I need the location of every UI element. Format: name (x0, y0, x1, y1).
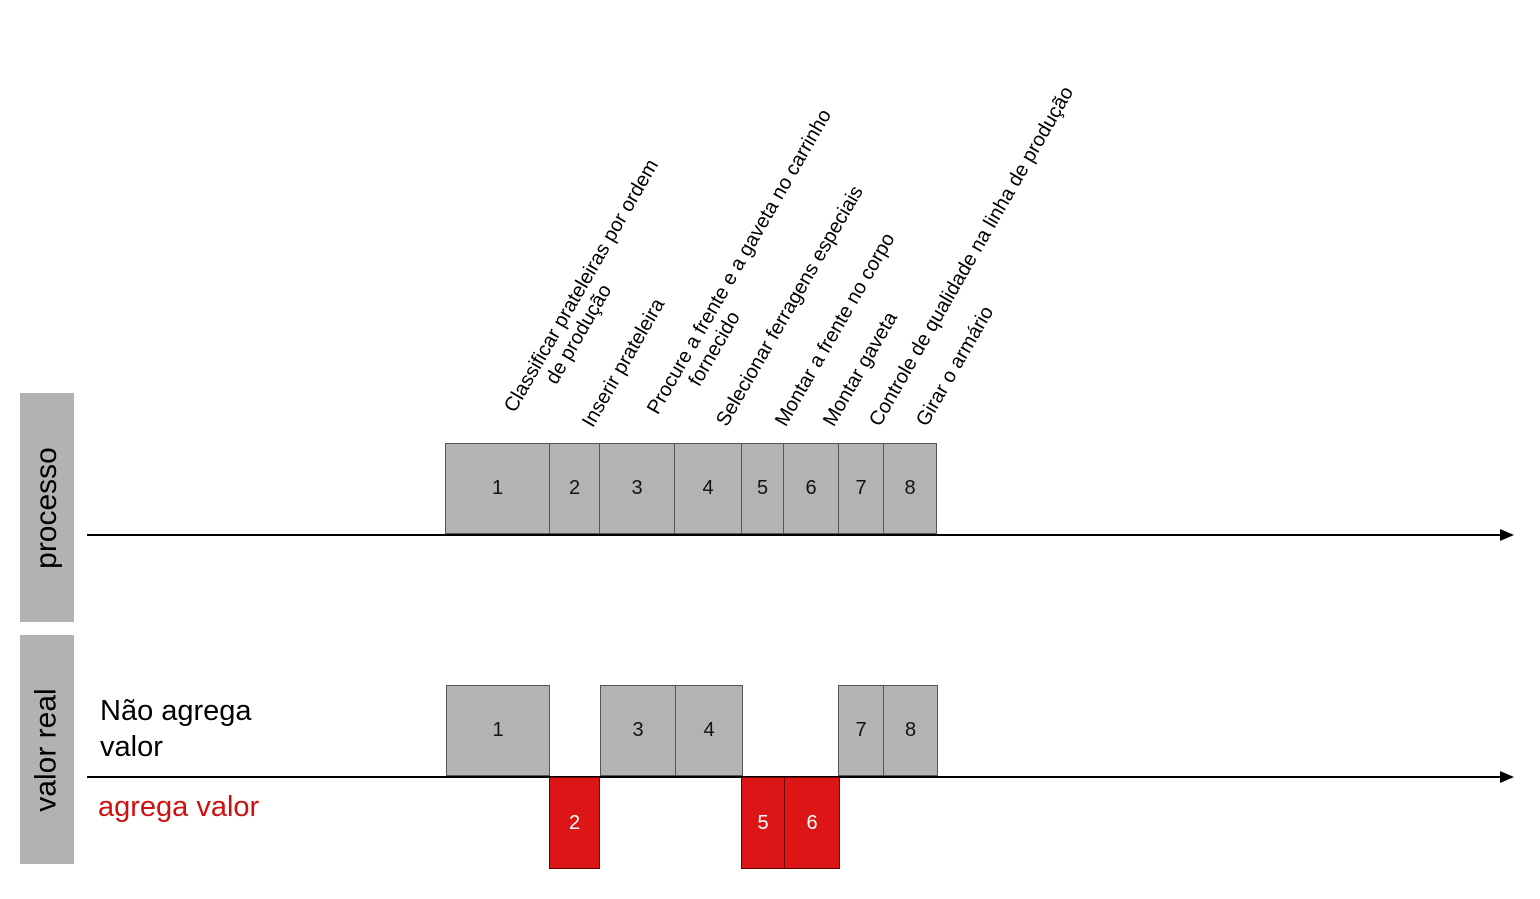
va-step-2: 2 (549, 777, 600, 869)
va-step-5: 5 (741, 777, 785, 869)
step-label-7: Controle de qualidade na linha de produç… (865, 82, 1079, 430)
process-timeline-axis (87, 534, 1501, 536)
process-side-label: processo (20, 393, 74, 622)
real-value-axis-arrow-icon (1500, 771, 1514, 783)
nva-step-1: 1 (446, 685, 550, 776)
process-step-4: 4 (674, 443, 742, 534)
process-label-text: processo (30, 446, 64, 569)
va-step-6: 6 (784, 777, 840, 869)
nva-step-4: 4 (675, 685, 743, 776)
process-step-2: 2 (549, 443, 600, 534)
process-step-3: 3 (599, 443, 675, 534)
real-value-side-label: valor real (20, 635, 74, 864)
nva-step-8: 8 (883, 685, 938, 776)
real-value-label-text: valor real (30, 687, 64, 812)
process-axis-arrow-icon (1500, 529, 1514, 541)
nva-step-3: 3 (600, 685, 676, 776)
process-step-8: 8 (883, 443, 937, 534)
process-step-7: 7 (838, 443, 884, 534)
process-step-1: 1 (445, 443, 550, 534)
nva-step-7: 7 (838, 685, 884, 776)
legend-non-value-adding: Não agrega valor (100, 695, 252, 763)
legend-value-adding: agrega valor (98, 791, 260, 823)
process-step-5: 5 (741, 443, 784, 534)
process-step-6: 6 (783, 443, 839, 534)
